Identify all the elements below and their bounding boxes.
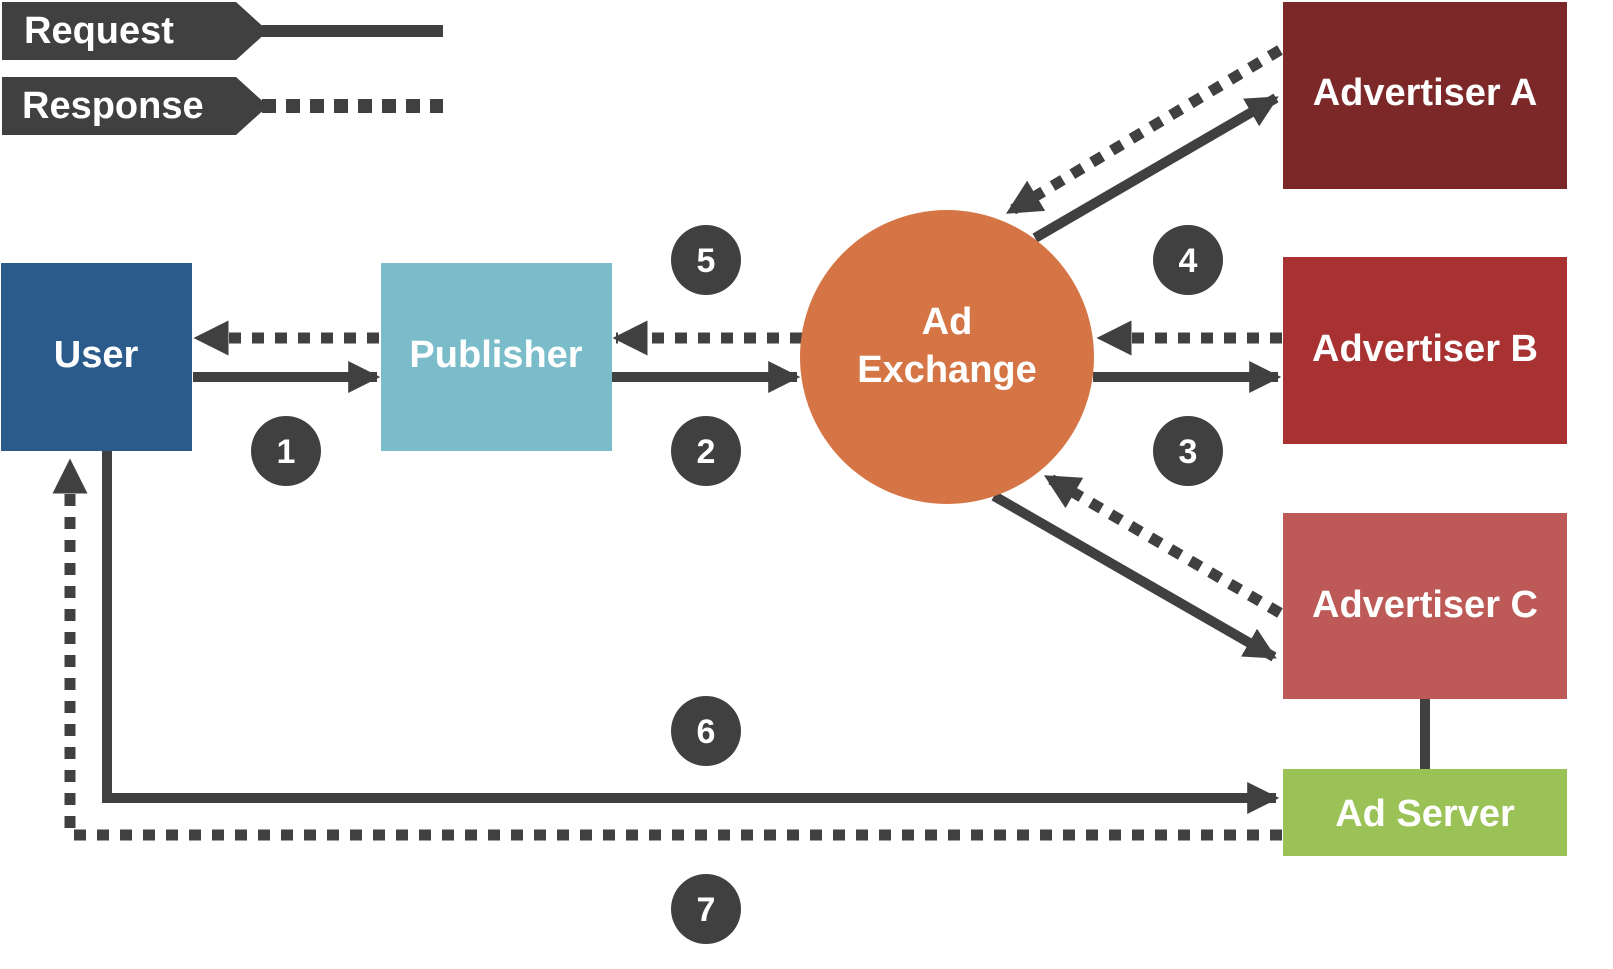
legend-request-label: Request — [24, 10, 174, 52]
step-6-circle — [671, 696, 741, 766]
legend-response: Response — [2, 77, 443, 135]
step-6-label: 6 — [697, 713, 716, 751]
node-ad-exchange: Ad Exchange — [800, 210, 1094, 504]
nodes: User Publisher Ad Exchange Advertiser A … — [1, 2, 1567, 856]
advertiser-b-label: Advertiser B — [1312, 328, 1538, 370]
connectors — [52, 45, 1430, 841]
step-badge-7: 7 — [671, 874, 741, 944]
arrow-advertiser-a-to-exchange — [1005, 45, 1283, 217]
advertiser-b-box — [1283, 257, 1567, 444]
node-user: User — [1, 263, 192, 451]
publisher-box — [381, 263, 612, 451]
arrow-user-to-ad-server — [102, 451, 1280, 815]
step-1-circle — [251, 416, 321, 486]
legend-response-label: Response — [22, 85, 204, 127]
legend-request: Request — [2, 2, 443, 60]
ad-exchange-circle — [800, 210, 1094, 504]
step-3-circle — [1153, 416, 1223, 486]
legend-request-tag — [2, 2, 268, 60]
node-advertiser-a: Advertiser A — [1283, 2, 1567, 189]
step-4-label: 4 — [1179, 242, 1198, 280]
arrow-exchange-to-advertiser-a — [1032, 93, 1279, 243]
user-box — [1, 263, 192, 451]
step-badge-2: 2 — [671, 416, 741, 486]
step-3-label: 3 — [1179, 433, 1198, 471]
step-1-label: 1 — [277, 433, 296, 471]
advertiser-a-label: Advertiser A — [1313, 72, 1538, 114]
arrow-ad-server-to-user — [52, 458, 1282, 841]
node-publisher: Publisher — [381, 263, 612, 451]
legend-response-tag — [2, 77, 268, 135]
ad-exchange-label-line2: Exchange — [857, 349, 1037, 391]
arrow-exchange-to-advertiser-c — [991, 491, 1277, 662]
step-5-label: 5 — [697, 242, 716, 280]
user-label: User — [54, 334, 139, 376]
legend: Request Response — [2, 2, 443, 135]
step-7-label: 7 — [697, 891, 716, 929]
node-advertiser-c: Advertiser C — [1283, 513, 1567, 699]
step-badge-4: 4 — [1153, 225, 1223, 295]
step-badge-6: 6 — [671, 696, 741, 766]
step-7-circle — [671, 874, 741, 944]
publisher-label: Publisher — [409, 334, 582, 376]
step-2-circle — [671, 416, 741, 486]
ad-server-label: Ad Server — [1335, 793, 1515, 835]
advertiser-a-box — [1283, 2, 1567, 189]
step-badge-1: 1 — [251, 416, 321, 486]
step-5-circle — [671, 225, 741, 295]
step-badges: 1 2 3 4 5 6 7 — [251, 225, 1223, 944]
node-ad-server: Ad Server — [1283, 769, 1567, 856]
advertiser-c-box — [1283, 513, 1567, 699]
step-badge-5: 5 — [671, 225, 741, 295]
step-4-circle — [1153, 225, 1223, 295]
step-badge-3: 3 — [1153, 416, 1223, 486]
step-2-label: 2 — [697, 433, 716, 471]
ad-server-box — [1283, 769, 1567, 856]
advertiser-c-label: Advertiser C — [1312, 584, 1538, 626]
node-advertiser-b: Advertiser B — [1283, 257, 1567, 444]
ad-exchange-label-line1: Ad — [922, 301, 973, 343]
